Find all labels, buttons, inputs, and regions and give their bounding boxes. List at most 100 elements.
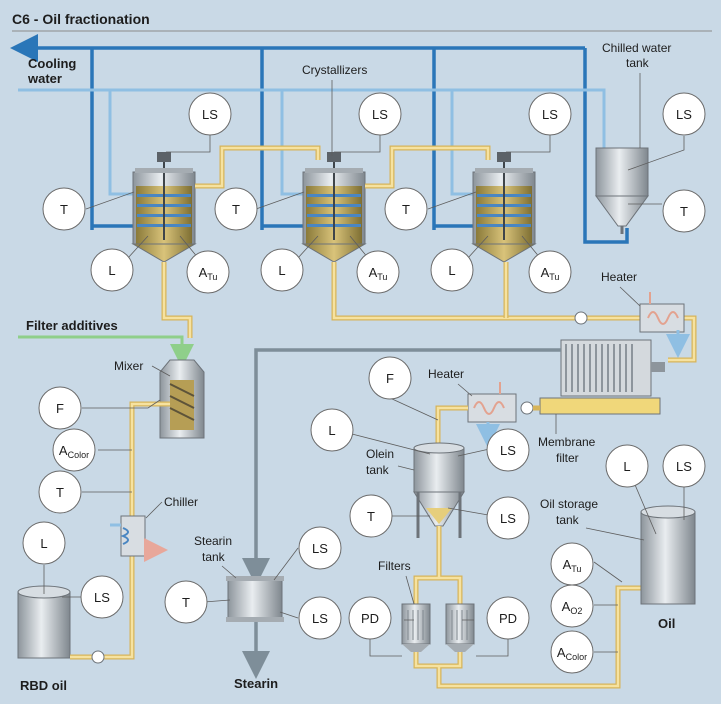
crystallizer-3	[471, 152, 537, 263]
diagram-title: C6 - Oil fractionation	[12, 11, 150, 27]
instrument-f-mixer: F	[38, 386, 82, 430]
instrument-tag: T	[56, 485, 64, 500]
instrument-tag: LS	[542, 107, 558, 122]
instrument-bubble	[528, 250, 572, 294]
crystallizer-outlet-lines	[161, 262, 697, 363]
instrument-l-olein: L	[310, 408, 354, 452]
instrument-tag: AO2	[562, 599, 583, 616]
svg-text:Olein: Olein	[366, 447, 394, 461]
instrument-atu-cryst3: ATu	[528, 250, 572, 294]
instrument-bubble	[486, 596, 530, 640]
instrument-bubble	[368, 356, 412, 400]
instrument-tag: LS	[676, 459, 692, 474]
cooling-water-lines	[10, 34, 629, 244]
olein-feed-line	[435, 405, 540, 448]
crystallizer-transfer-lines	[195, 145, 491, 189]
chilled-water-tank-label: Chilled water tank	[602, 41, 671, 70]
instrument-bubble	[42, 187, 86, 231]
oil-storage-tank-leader	[585, 527, 645, 541]
filter-additives-line	[18, 335, 194, 368]
svg-text:Chilled water: Chilled water	[602, 41, 671, 55]
instrument-bubble	[52, 428, 96, 472]
instrument-tag: AColor	[59, 443, 89, 460]
membrane-filter	[539, 339, 665, 415]
instrument-f-heater: F	[368, 356, 412, 400]
instrument-bubble	[38, 386, 82, 430]
olein-tank	[413, 442, 465, 538]
heater-top-label: Heater	[601, 270, 637, 284]
instrument-tag: ATu	[369, 265, 388, 282]
stearin-tank-leader	[221, 565, 237, 579]
mixer	[159, 359, 205, 439]
olein-to-filters-line	[413, 526, 641, 689]
instrument-ls-rbd: LS	[80, 575, 124, 619]
filters-leader	[405, 575, 415, 605]
instrument-tag: LS	[202, 107, 218, 122]
instrument-bubble	[349, 494, 393, 538]
pump-rbd-icon	[91, 650, 105, 664]
instrument-tag: PD	[499, 611, 517, 626]
stearin-label: Stearin	[234, 676, 278, 691]
instrument-ls-oil: LS	[662, 444, 706, 488]
instrument-acolor-mixer: AColor	[52, 428, 96, 472]
instrument-tag: T	[680, 204, 688, 219]
chiller-label: Chiller	[164, 495, 198, 509]
instrument-t-cryst2: T	[214, 187, 258, 231]
svg-text:tank: tank	[626, 56, 650, 70]
heater-mid-leader	[457, 383, 473, 397]
instrument-bubble	[662, 189, 706, 233]
chilled-water-tank	[595, 147, 649, 234]
instrument-tag: T	[232, 202, 240, 217]
filters-label: Filters	[378, 559, 411, 573]
instrument-t-olein: T	[349, 494, 393, 538]
instrument-l-oil: L	[605, 444, 649, 488]
instrument-tag: LS	[372, 107, 388, 122]
instrument-bubble	[486, 428, 530, 472]
instrument-ls-cryst3: LS	[528, 92, 572, 136]
svg-text:water: water	[27, 71, 62, 86]
instrument-bubble	[38, 470, 82, 514]
instrument-tag: L	[623, 459, 630, 474]
instrument-tag: T	[60, 202, 68, 217]
instrument-tag: L	[448, 263, 455, 278]
instrument-pd-right: PD	[486, 596, 530, 640]
instrument-bubble	[348, 596, 392, 640]
crystallizers-label: Crystallizers	[302, 63, 367, 77]
instrument-l-cryst1: L	[90, 248, 134, 292]
instrument-tag: T	[182, 595, 190, 610]
instrument-bubble	[90, 248, 134, 292]
cooling-water-label: Cooling water	[27, 56, 76, 86]
pump-top-icon	[574, 311, 588, 325]
instrument-tag: AColor	[557, 645, 587, 662]
instrument-ls-cryst1: LS	[188, 92, 232, 136]
instrument-bubble	[356, 250, 400, 294]
instrument-pd-left: PD	[348, 596, 392, 640]
instrument-tag: PD	[361, 611, 379, 626]
instrument-tag: F	[56, 401, 64, 416]
oil-storage-tank-label: Oil storage tank	[540, 497, 598, 527]
olein-tank-leader	[397, 465, 415, 471]
instrument-atu-oil: ATu	[550, 542, 594, 586]
instrument-l-cryst3: L	[430, 248, 474, 292]
rbd-oil-label: RBD oil	[20, 678, 67, 693]
instrument-tag: T	[402, 202, 410, 217]
chiller-leader	[145, 501, 163, 519]
instrument-tag: LS	[312, 611, 328, 626]
instrument-bubble	[310, 408, 354, 452]
pump-mid-icon	[520, 401, 534, 415]
instrument-bubble	[605, 444, 649, 488]
instrument-bubble	[662, 92, 706, 136]
instrument-bubble	[550, 630, 594, 674]
instrument-bubble	[22, 521, 66, 565]
instrument-l-rbd: L	[22, 521, 66, 565]
svg-text:tank: tank	[202, 550, 226, 564]
oil-storage-tank	[640, 505, 696, 605]
instrument-tag: F	[386, 371, 394, 386]
stearin-tank-label: Stearin tank	[194, 534, 232, 564]
membrane-filter-label: Membrane filter	[538, 435, 596, 465]
heater-top	[639, 292, 690, 358]
instrument-bubble	[662, 444, 706, 488]
instrument-bubble	[80, 575, 124, 619]
instrument-tag: LS	[94, 590, 110, 605]
